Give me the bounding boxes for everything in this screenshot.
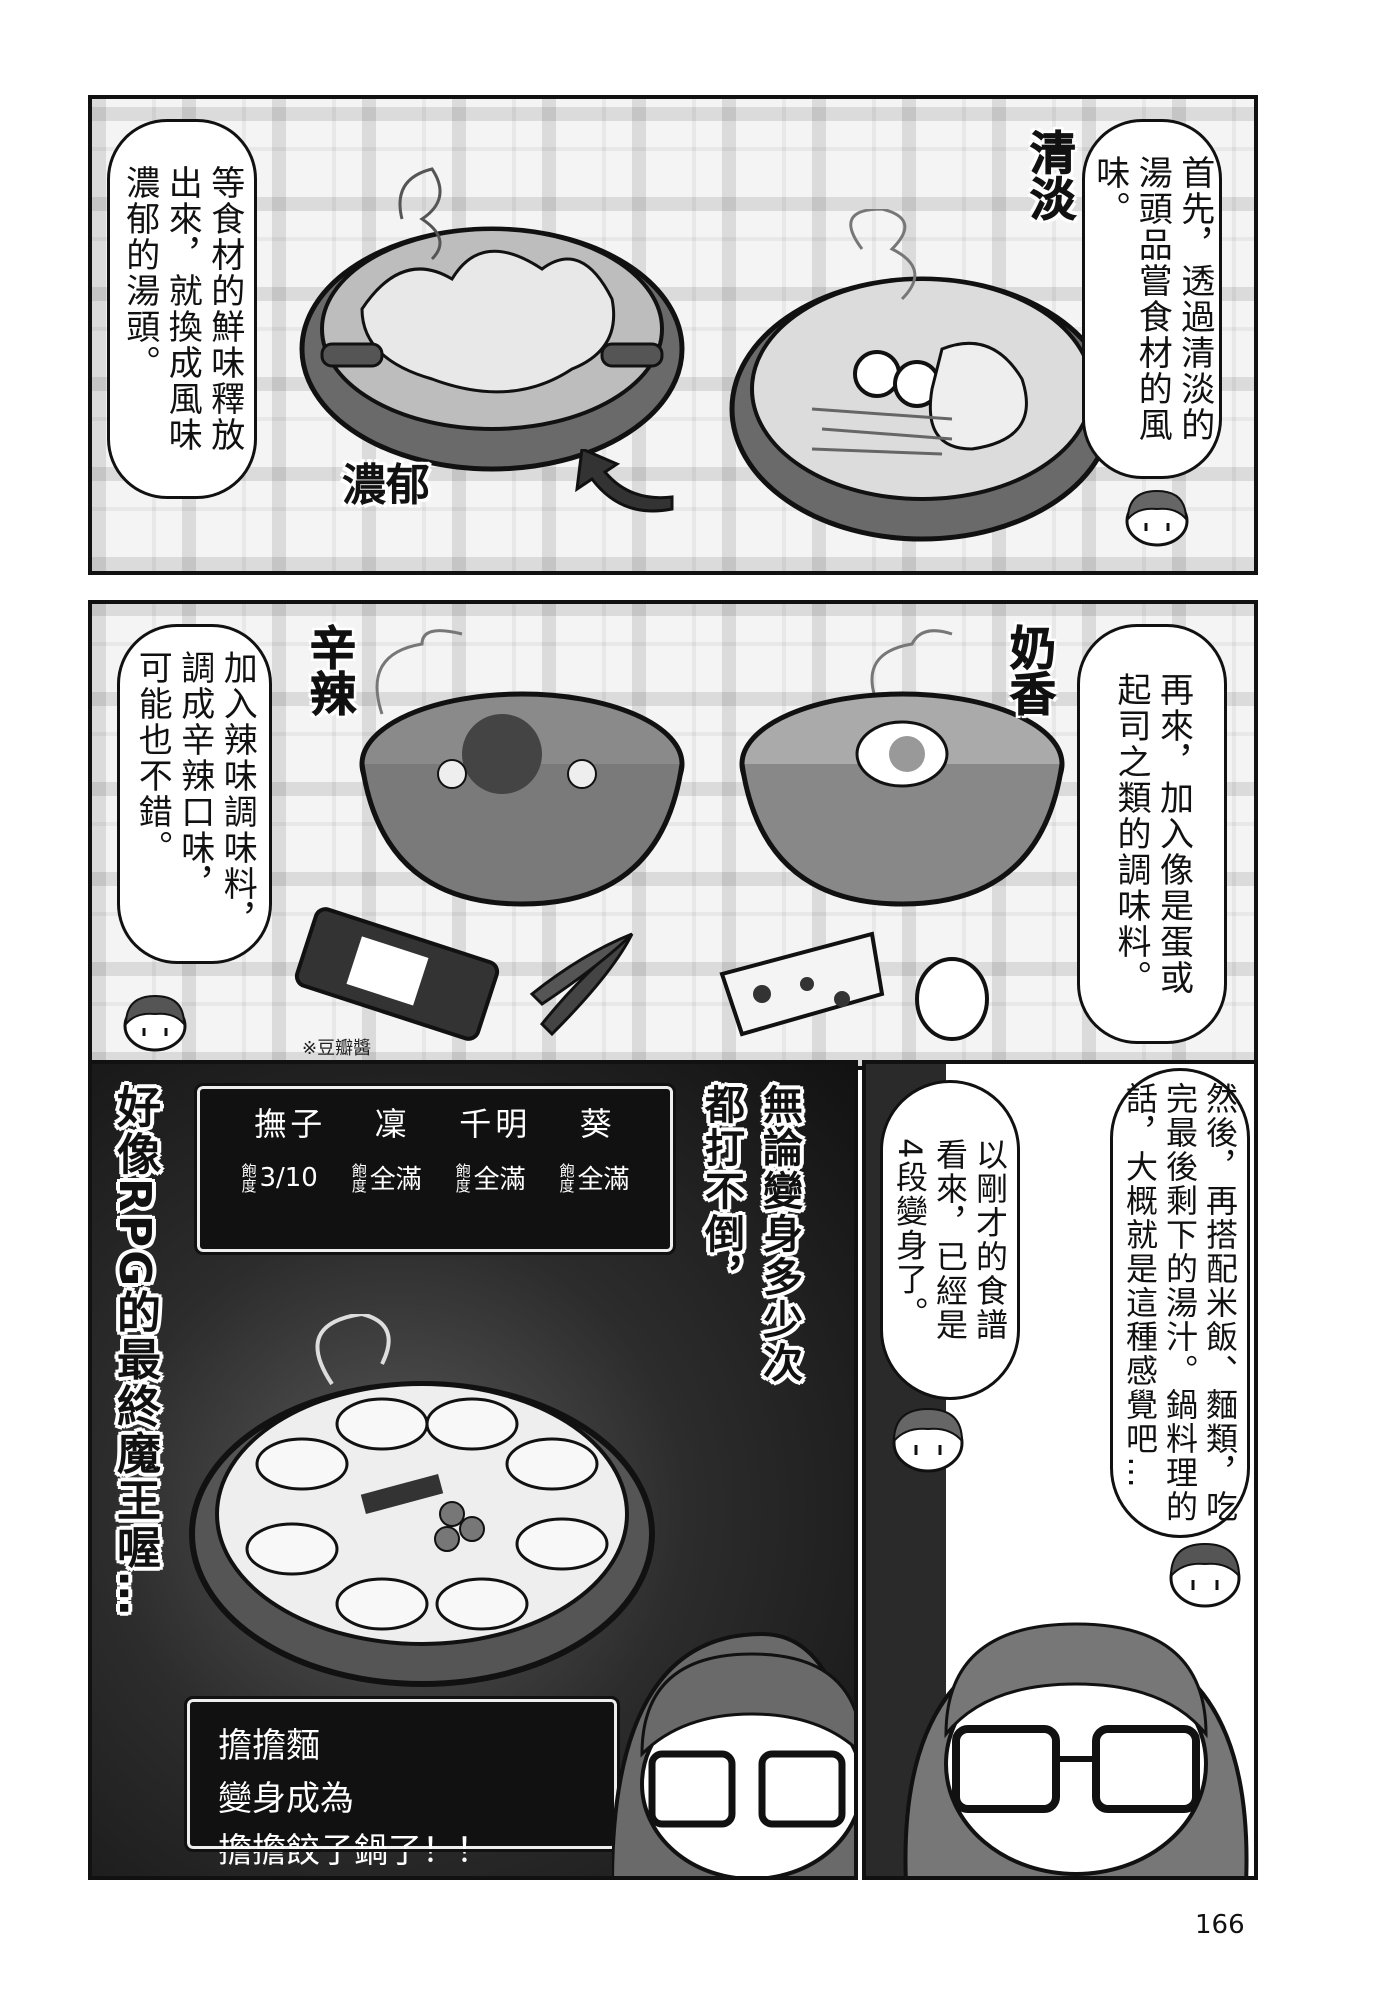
stat-value: 3/10: [259, 1162, 318, 1193]
dumpling-hotpot-illustration: [189, 1314, 655, 1687]
rich-hotpot-illustration: [299, 167, 685, 472]
stat-rin: 飽度 全滿: [349, 1159, 422, 1196]
stat-nadeshiko: 飽度 3/10: [239, 1162, 318, 1193]
party-name-nadeshiko: 撫子: [254, 1105, 327, 1143]
chibi-character-icon: [1125, 489, 1189, 547]
character-with-glasses-illustration: [903, 1622, 1249, 1876]
text-rpg-final-boss: 好像RPG的最終魔王喔…: [109, 1084, 160, 1619]
bubble-left-text: 等食材的鮮味釋放 出來，就換成風味 濃郁的湯頭。: [119, 165, 245, 453]
party-name-rin: 凜: [374, 1105, 411, 1143]
speech-bubble-middle: 以剛才的食譜 看來，已經是 4段變身了。: [880, 1080, 1020, 1400]
page-number: 166: [1195, 1910, 1245, 1940]
speech-bubble-right: 再來，加入像是蛋或 起司之類的調味料。: [1077, 624, 1227, 1044]
character-with-glasses-illustration: [612, 1631, 854, 1876]
party-name-chiaki: 千明: [459, 1105, 532, 1143]
stat-label: 飽度: [349, 1162, 368, 1193]
stat-aoi: 飽度 全滿: [557, 1159, 630, 1196]
rpg-status-window: 撫子 凜 千明 葵 飽度 3/10 飽度 全滿 飽度 全滿 飽度 全滿: [194, 1083, 676, 1255]
panel-1: 清淡 濃郁 首先，透過清淡的 湯頭品嘗食材的風 味。 等食材的鮮味釋放 出來，就…: [88, 95, 1258, 575]
sfx-light: 清淡: [1023, 129, 1078, 222]
cheese-egg-bowl-illustration: [739, 629, 1065, 907]
bubble-right-text: 再來，加入像是蛋或 起司之類的調味料。: [1111, 672, 1194, 996]
bubble-right-text: 首先，透過清淡的 湯頭品嘗食材的風 味。: [1089, 155, 1215, 443]
sfx-milky: 奶香: [1003, 624, 1058, 717]
egg-icon: [915, 957, 989, 1041]
spicy-bowl-illustration: [359, 629, 685, 907]
speech-bubble-right: 然後，再搭配米飯、麵類，吃 完最後剩下的湯汁。鍋料理的 話，大概就是這種感覺吧…: [1110, 1068, 1250, 1538]
bubble-left-text: 加入辣味調味料， 調成辛辣口味， 可能也不錯。: [132, 650, 258, 938]
speech-bubble-right: 首先，透過清淡的 湯頭品嘗食材的風 味。: [1082, 119, 1222, 479]
chibi-character-icon: [123, 994, 187, 1052]
stat-chiaki: 飽度 全滿: [453, 1159, 526, 1196]
cheese-icon: [719, 931, 885, 1037]
chibi-character-icon: [1169, 1542, 1241, 1608]
rpg-message-window: 擔擔麵 變身成為 擔擔餃子鍋了！！: [184, 1696, 620, 1871]
doubanjiang-tube-icon: [294, 907, 500, 1041]
bubble-middle-text: 以剛才的食譜 看來，已經是 4段變身了。: [891, 1138, 1009, 1342]
speech-bubble-left: 加入辣味調味料， 調成辛辣口味， 可能也不錯。: [117, 624, 272, 964]
light-hotpot-illustration: [729, 209, 1115, 542]
stat-value: 全滿: [369, 1165, 422, 1195]
party-stats-row: 飽度 3/10 飽度 全滿 飽度 全滿 飽度 全滿: [200, 1145, 670, 1210]
panel-3-left: 撫子 凜 千明 葵 飽度 3/10 飽度 全滿 飽度 全滿 飽度 全滿: [88, 1060, 858, 1880]
stat-label: 飽度: [239, 1162, 258, 1193]
chibi-character-icon: [892, 1407, 964, 1473]
speech-bubble-left: 等食材的鮮味釋放 出來，就換成風味 濃郁的湯頭。: [107, 119, 257, 499]
text-invincible: 無論變身多少次 都打不倒，: [698, 1084, 802, 1385]
stat-value: 全滿: [577, 1165, 630, 1195]
sfx-spicy: 辛辣: [303, 624, 358, 717]
bubble-right-text: 然後，再搭配米飯、麵類，吃 完最後剩下的湯汁。鍋料理的 話，大概就是這種感覺吧…: [1121, 1082, 1239, 1524]
stat-value: 全滿: [473, 1165, 526, 1195]
chili-peppers-icon: [529, 932, 634, 1037]
party-names-row: 撫子 凜 千明 葵: [200, 1089, 670, 1145]
message-line-1: 擔擔麵: [218, 1726, 320, 1766]
sfx-rich: 濃郁: [342, 460, 430, 511]
message-line-2: 變身成為: [218, 1778, 354, 1819]
arrow-icon: [575, 449, 674, 513]
message-line-3: 擔擔餃子鍋了！！: [218, 1831, 490, 1872]
party-name-aoi: 葵: [579, 1105, 616, 1143]
footnote-doubanjiang: ※豆瓣醬: [302, 1038, 372, 1059]
stat-label: 飽度: [453, 1162, 472, 1193]
panel-2: 奶香 辛辣 再來，加入像是蛋或 起司之類的調味料。 加入辣味調味料， 調成辛辣口…: [88, 600, 1258, 1070]
stat-label: 飽度: [557, 1162, 576, 1193]
